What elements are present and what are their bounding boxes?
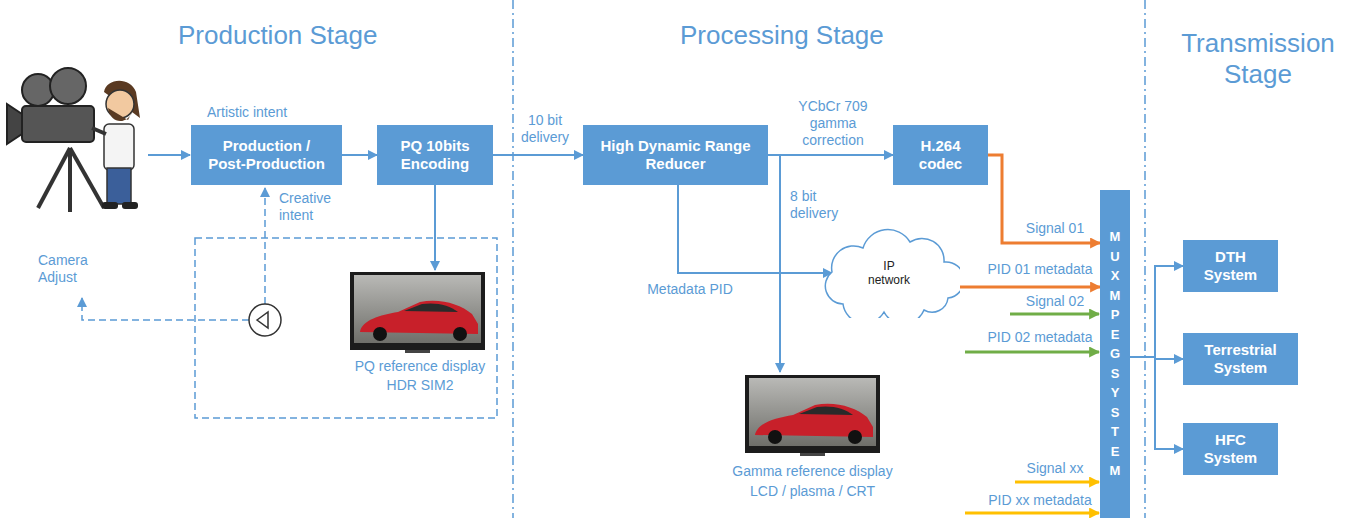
signal-line [1010,313,1099,316]
edge-label: YCbCr 709 gamma correction [797,98,869,148]
annotation-label: LCD / plasma / CRT [725,483,900,500]
display-stand [405,350,430,353]
stage-separator [1144,0,1146,518]
car-wheel [453,327,467,341]
process-box: High Dynamic Range Reducer [583,125,768,185]
car-wheel [373,327,387,341]
edge-label: 10 bit delivery [515,112,575,146]
node-text: Production / Post-Production [206,137,328,173]
node-text: H.264 codec [906,137,976,173]
annotation-label: PID 02 metadata [985,329,1095,346]
car-window [404,303,458,312]
shoe [122,202,138,209]
viewer-symbol [249,304,281,336]
display-frame [350,272,485,350]
camera-adjust-line [82,298,249,320]
stage-heading: Processing Stage [680,20,884,51]
annotation-label: Gamma reference display [725,463,900,480]
trousers [107,168,131,204]
film-reel [22,74,54,106]
tripod-leg [38,148,70,208]
edge-label: Metadata PID [630,281,750,298]
cloud-shape [825,230,960,318]
reference-display [350,272,485,353]
stage-heading: Transmission Stage [1168,28,1348,90]
system-box: DTH System [1183,240,1278,292]
annotation-label: Artistic intent [207,104,287,121]
beard [108,108,133,121]
connector-arrow [493,154,583,156]
network-cloud: IP network [818,228,960,318]
annotation-label: Camera Adjust [38,252,100,286]
connector-arrow [1130,357,1183,449]
connector-arrow [1130,266,1183,357]
film-reel [50,68,86,104]
annotation-label: HDR SIM2 [340,377,500,394]
creative-intent-line [264,188,266,304]
node-text: IP network [864,259,914,288]
node-text: HFC System [1193,431,1268,467]
metadata-line [965,351,1099,354]
system-box: Terrestrial System [1183,333,1298,385]
camera-arrow [148,154,190,156]
shirt [104,124,134,170]
process-box: H.264 codec [893,125,988,185]
connector-arrow [952,286,1100,289]
node-text: DTH System [1193,248,1268,284]
shoe [102,202,118,209]
gamma-feed [779,155,781,372]
edge-label: PID 01 metadata [985,261,1095,278]
mux-bar: MUX MPEG SYSTEM [1100,190,1130,518]
display-screen [354,275,481,343]
annotation-label: Creative intent [279,190,344,224]
tripod-leg [68,148,72,212]
annotation-label: PQ reference display [340,358,500,375]
system-box: HFC System [1183,423,1278,475]
connector-arrow [988,155,1100,243]
node-text: Terrestrial System [1193,341,1288,377]
connector-arrow [342,154,377,156]
process-box: Production / Post-Production [191,125,342,185]
annotation-label: 8 bit delivery [790,188,850,222]
display-feed [434,185,436,270]
connector-arrow [768,154,893,156]
camera-operator [7,68,140,212]
reference-display [745,375,880,456]
node-text: MUX MPEG SYSTEM [1109,227,1122,481]
stage-heading: Production Stage [178,20,377,51]
stage-separator [512,0,514,518]
node-text: PQ 10bits Encoding [385,137,485,173]
signal-line [1015,481,1099,484]
camera-lens [7,104,22,144]
camera-body [22,106,94,142]
annotation-label: PID xx metadata [985,492,1095,509]
annotation-label: Signal 02 [1015,293,1095,310]
edge-label: Signal 01 [1015,220,1095,237]
tripod-leg [70,148,104,208]
annotation-label: Signal xx [1015,460,1095,477]
arm [92,128,106,134]
metadata-line [965,512,1099,515]
eye-glyph [257,312,268,328]
node-text: High Dynamic Range Reducer [596,137,756,173]
process-box: PQ 10bits Encoding [377,125,493,185]
